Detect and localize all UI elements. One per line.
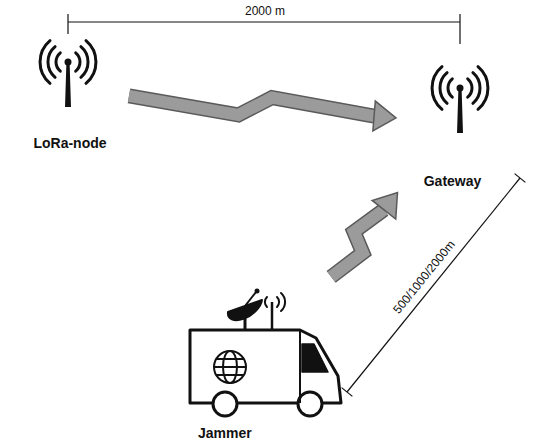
node-label: LoRa-node [33,135,106,152]
dimension-label: 500/1000/2000m [388,235,459,318]
signal-arrow [129,96,396,131]
arrow-head [373,101,396,131]
van-icon [190,289,341,417]
arrow-body [331,210,384,277]
device-node: LoRa-node [15,30,125,152]
device-node: Gateway [400,55,505,190]
dimension-line [68,14,460,44]
device-node: Jammer [180,280,350,442]
antenna-icon [40,41,96,107]
arrow-head [372,192,397,219]
node-label: Jammer [198,425,252,442]
arrow-outline [331,210,384,277]
antenna-icon [432,67,488,133]
node-label: Gateway [424,173,482,190]
arrow-outline [129,96,374,116]
dimension-line [342,174,526,397]
dimension-label: 2000 m [242,4,288,18]
signal-arrow [331,192,397,276]
arrow-body [129,96,374,116]
